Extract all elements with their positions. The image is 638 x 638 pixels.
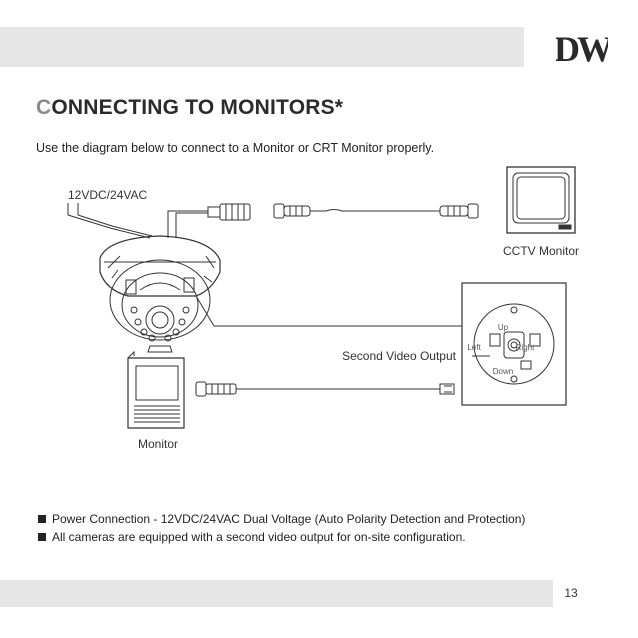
control-up-label: Up <box>498 323 509 332</box>
cctv-monitor-label: CCTV Monitor <box>503 244 579 258</box>
camera-bnc-connector <box>207 203 251 221</box>
cctv-monitor-icon <box>506 166 576 234</box>
title-first-letter: C <box>36 96 52 119</box>
dw-logo: DW <box>556 30 608 66</box>
title-rest: ONNECTING TO MONITORS* <box>51 96 344 119</box>
dome-camera <box>99 235 221 353</box>
second-output-label: Second Video Output <box>342 349 457 363</box>
footer-band <box>0 580 553 607</box>
monitor-icon <box>127 350 185 429</box>
monitor-cable <box>195 381 455 397</box>
note-item: All cameras are equipped with a second v… <box>38 528 525 546</box>
svg-text:DW: DW <box>556 30 608 66</box>
power-wires <box>67 203 208 239</box>
cctv-cable <box>273 203 479 219</box>
note-item: Power Connection - 12VDC/24VAC Dual Volt… <box>38 510 525 528</box>
page-title: CONNECTING TO MONITORS* <box>36 96 343 120</box>
output-link-line <box>195 295 462 327</box>
notes-list: Power Connection - 12VDC/24VAC Dual Volt… <box>38 510 525 546</box>
second-output-callout <box>461 282 567 406</box>
control-down-label: Down <box>493 367 513 376</box>
power-label: 12VDC/24VAC <box>68 188 147 202</box>
control-right-label: Right <box>516 343 535 352</box>
page-number: 13 <box>556 580 586 607</box>
control-left-label: Left <box>467 343 481 352</box>
header-band <box>0 27 524 67</box>
intro-text: Use the diagram below to connect to a Mo… <box>36 141 435 155</box>
monitor-label: Monitor <box>138 437 178 451</box>
